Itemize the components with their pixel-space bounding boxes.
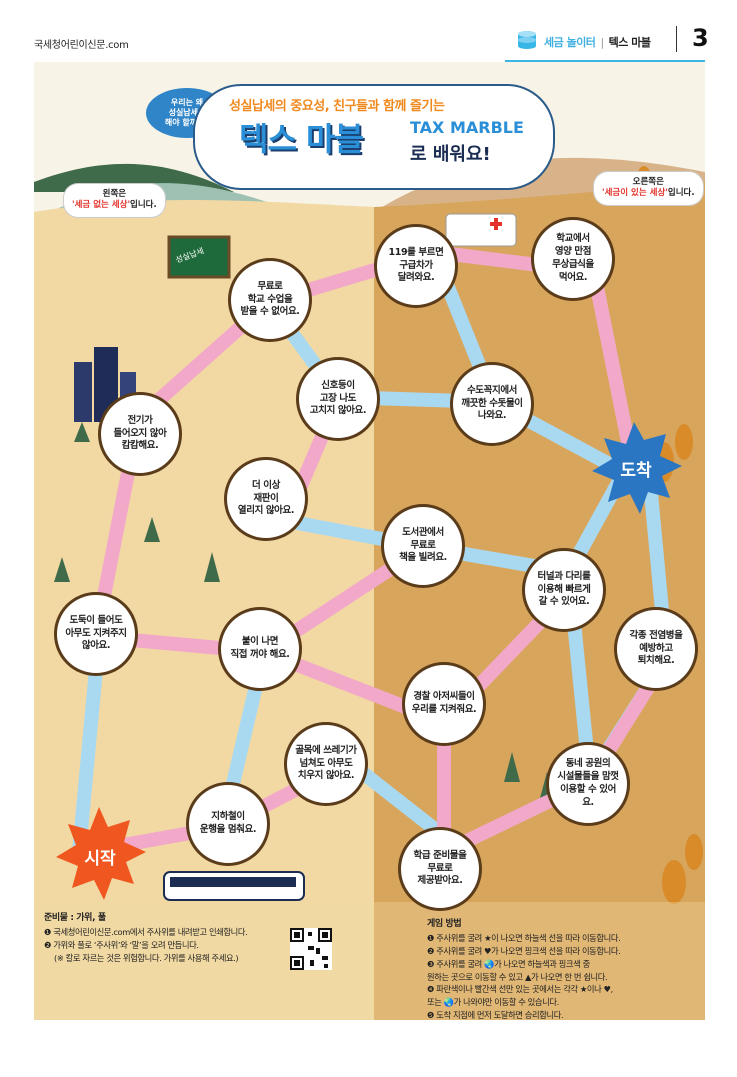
section-separator: | xyxy=(600,36,604,49)
board-space-17[interactable]: 학급 준비물을 무료로 제공받아요. xyxy=(398,827,482,911)
prep-line-2: ❷ 가위와 풀로 ‘주사위’와 ‘말’을 오려 만듭니다. xyxy=(44,939,199,950)
header: 국세청어린이신문.com 세금 놀이터 | 텍스 마블 3 xyxy=(0,0,737,62)
board-space-10[interactable]: 도둑이 들어도 아무도 지켜주지 않아요. xyxy=(54,592,138,676)
ambulance-illustration xyxy=(445,213,517,247)
title-english: TAX MARBLE xyxy=(410,118,524,137)
rules-section: 게임 방법 ❶ 주사위를 굴려 ★이 나오면 하늘색 선을 따라 이동합니다. … xyxy=(427,918,621,1020)
prep-section: 준비물 : 가위, 풀 ❶ 국세청어린이신문.com에서 주사위를 내려받고 인… xyxy=(44,912,248,965)
board-space-14[interactable]: 골목에 쓰레기가 넘쳐도 아무도 치우지 않아요. xyxy=(284,722,368,806)
board-space-11[interactable]: 불이 나면 직접 꺼야 해요. xyxy=(218,607,302,691)
board-space-15[interactable]: 지하철이 운행을 멈춰요. xyxy=(186,782,270,866)
board-space-2[interactable]: 119를 부르면 구급차가 달려와요. xyxy=(374,224,458,308)
board-space-1[interactable]: 무료로 학교 수업을 받을 수 없어요. xyxy=(228,258,312,342)
right-speech-line2: 입니다. xyxy=(667,188,695,199)
rule-line-6: 또는 🌏가 나와야만 이동할 수 있습니다. xyxy=(427,997,559,1008)
left-speech-line2: 입니다. xyxy=(130,200,157,211)
prep-line-3: (※ 칼로 자르는 것은 위험합니다. 가위를 사용해 주세요.) xyxy=(54,952,239,963)
section-label-a: 세금 놀이터 xyxy=(544,36,596,49)
section-title: 세금 놀이터 | 텍스 마블 xyxy=(544,34,651,50)
site-url[interactable]: 국세청어린이신문.com xyxy=(34,40,129,51)
header-divider xyxy=(676,26,677,52)
right-speech-line1: 오른쪽은 xyxy=(632,177,664,187)
start-label: 시작 xyxy=(84,848,116,869)
rule-line-1: ❶ 주사위를 굴려 ★이 나오면 하늘색 선을 따라 이동합니다. xyxy=(427,932,621,943)
left-world-speech: 왼쪽은 '세금 없는 세상'입니다. xyxy=(64,184,165,217)
board-space-8[interactable]: 도서관에서 무료로 책을 빌려요. xyxy=(381,504,465,588)
subtitle: 성실납세의 중요성, 친구들과 함께 즐기는 xyxy=(229,99,445,114)
rule-line-7: ❺ 도착 지점에 먼저 도달하면 승리합니다. xyxy=(427,1010,564,1020)
start-burst xyxy=(56,807,146,900)
header-rule xyxy=(505,60,705,62)
prep-line-1: ❶ 국세청어린이신문.com에서 주사위를 내려받고 인쇄합니다. xyxy=(44,926,248,937)
rule-line-3: ❸ 주사위를 굴려 🌏가 나오면 하늘색과 핑크색 중 xyxy=(427,958,590,969)
right-world-speech: 오른쪽은 '세금이 있는 세상'입니다. xyxy=(594,172,703,205)
page-title: 텍스 마블 xyxy=(239,120,364,158)
coin-stack-icon xyxy=(518,31,536,49)
game-board: 우리는 왜 성실납세를 해야 할까요? 성실납세의 중요성, 친구들과 함께 즐… xyxy=(34,62,705,1020)
board-space-5[interactable]: 신호등이 고장 나도 고치지 않아요. xyxy=(296,357,380,441)
board-space-12[interactable]: 각종 전염병을 예방하고 퇴치해요. xyxy=(614,607,698,691)
left-speech-highlight: '세금 없는 세상' xyxy=(72,200,131,211)
board-space-9[interactable]: 터널과 다리를 이용해 빠르게 갈 수 있어요. xyxy=(522,548,606,632)
left-speech-line1: 왼쪽은 xyxy=(102,189,127,199)
board-space-13[interactable]: 경찰 아저씨들이 우리를 지켜줘요. xyxy=(402,662,486,746)
section-label-b: 텍스 마블 xyxy=(608,36,651,49)
rule-line-4: 원하는 곳으로 이동할 수 있고 ▲가 나오면 한 번 쉽니다. xyxy=(427,971,608,982)
board-space-6[interactable]: 수도꼭지에서 깨끗한 수돗물이 나와요. xyxy=(450,362,534,446)
board-space-16[interactable]: 동네 공원의 시설물들을 맘껏 이용할 수 있어요. xyxy=(546,742,630,826)
board-space-3[interactable]: 학교에서 영양 만점 무상급식을 먹어요. xyxy=(531,217,615,301)
rule-line-5: ❹ 파란색이나 빨간색 선만 있는 곳에서는 각각 ★이나 ♥, xyxy=(427,984,613,995)
title-banner xyxy=(193,84,555,190)
rules-heading: 게임 방법 xyxy=(427,919,462,929)
prep-heading: 준비물 : 가위, 풀 xyxy=(44,913,106,923)
page-number: 3 xyxy=(692,24,709,52)
finish-label: 도착 xyxy=(620,460,652,481)
finish-burst xyxy=(592,422,682,514)
board-space-4[interactable]: 전기가 들어오지 않아 캄캄해요. xyxy=(98,392,182,476)
title-suffix: 로 배워요! xyxy=(410,144,491,165)
right-speech-highlight: '세금이 있는 세상' xyxy=(602,188,668,199)
qr-code-icon[interactable] xyxy=(290,928,332,970)
chalkboard-illustration xyxy=(167,235,231,279)
board-space-7[interactable]: 더 이상 재판이 열리지 않아요. xyxy=(224,457,308,541)
rule-line-2: ❷ 주사위를 굴려 ♥가 나오면 핑크색 선을 따라 이동합니다. xyxy=(427,945,621,956)
